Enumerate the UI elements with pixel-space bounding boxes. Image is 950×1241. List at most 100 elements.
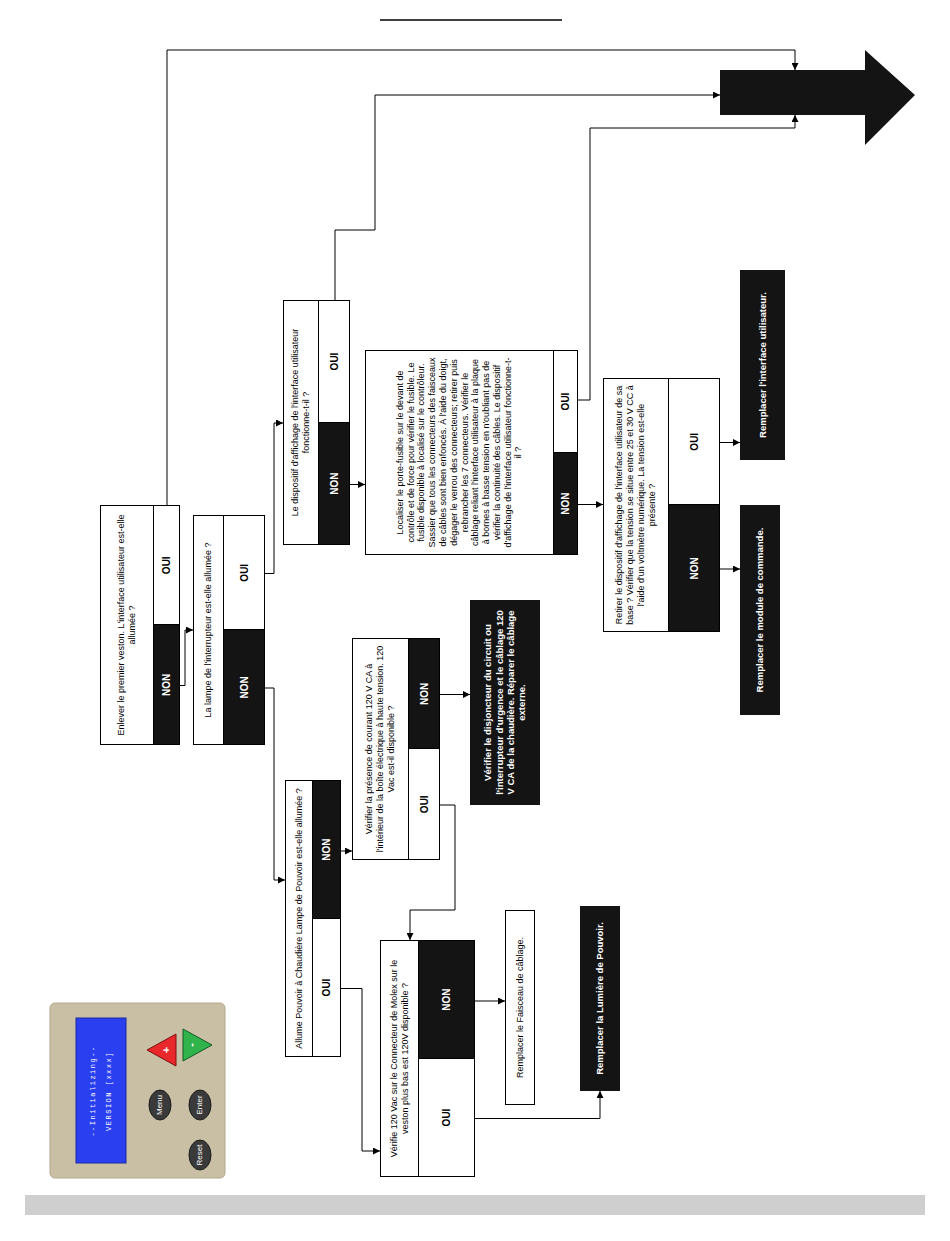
answer-text: OUI — [560, 393, 571, 411]
node-text: Remplacer le Faisceau de câblage. — [515, 937, 526, 1078]
node-text: Vérifier la présence de courant 120 V CA… — [364, 645, 396, 853]
reset-button — [189, 1140, 211, 1170]
answer-text: OUI — [441, 1109, 452, 1127]
node-body: Vérifier le disjoncteur du circuit ou l'… — [471, 601, 539, 804]
answer-text: OUI — [329, 353, 340, 371]
node-body: Retirer le dispositif d'affichage de l'i… — [604, 379, 668, 631]
answer-cell: NON — [554, 453, 577, 554]
answer-cell: OUI — [409, 750, 439, 860]
answer-row: NON OUI — [223, 516, 264, 744]
menu-button — [149, 1090, 171, 1120]
answer-cell: NON — [319, 423, 349, 544]
flow-connector — [339, 989, 380, 1152]
flow-connector — [438, 694, 470, 695]
node-text: Vérifie 120 Vac sur le Connecteur de Mol… — [389, 947, 411, 1170]
flow-connector — [263, 423, 283, 574]
decision-box: Vérifier la présence de courant 120 V CA… — [352, 638, 440, 860]
node-text: Remplacer la Lumière de Pouvoir. — [594, 922, 605, 1075]
keypad-label: Reset — [196, 1141, 204, 1169]
plus-button — [147, 1034, 176, 1066]
node-body: Remplacer la Lumière de Pouvoir. — [581, 907, 619, 1090]
answer-cell: OUI — [319, 301, 349, 423]
footer-bar — [25, 1195, 925, 1215]
flow-connector — [473, 1091, 600, 1119]
decision-box: Enlever le premier veston. L'interface u… — [100, 505, 180, 745]
answer-cell: NON — [154, 626, 179, 745]
answer-text: NON — [419, 683, 430, 705]
minus-button — [183, 1029, 212, 1061]
keypad-panel — [50, 1003, 225, 1178]
answer-cell: NON — [409, 639, 439, 750]
answer-cell: OUI — [669, 379, 719, 506]
keypad-label: Enter — [196, 1091, 204, 1119]
node-text: Localiser le porte-fusible sur le devant… — [395, 357, 525, 548]
connector-to-next-page — [335, 95, 720, 300]
node-body: Enlever le premier veston. L'interface u… — [101, 506, 153, 744]
answer-text: NON — [161, 674, 172, 696]
node-body: Remplacer l'interface utilisateur. — [741, 271, 784, 459]
flow-connector — [178, 630, 193, 686]
node-text: La lampe de l'interrupteur est-elle allu… — [203, 543, 214, 718]
continue-arrow — [720, 50, 915, 145]
node-body: Le dispositif d'affichage de l'interface… — [284, 301, 318, 544]
answer-cell: OUI — [419, 1059, 474, 1176]
node-text: Enlever le premier veston. L'interface u… — [116, 512, 138, 738]
action-box: Remplacer le module de commande. — [740, 505, 780, 715]
answer-row: NON OUI — [553, 351, 577, 554]
answer-cell: OUI — [313, 919, 340, 1056]
keypad-label: --Initializing-- — [90, 1021, 97, 1161]
node-body: La lampe de l'interrupteur est-elle allu… — [194, 516, 223, 744]
answer-row: NON OUI — [153, 506, 179, 744]
decision-box: Le dispositif d'affichage de l'interface… — [283, 300, 350, 545]
answer-cell: OUI — [224, 516, 264, 631]
answer-cell: NON — [419, 941, 474, 1059]
answer-text: NON — [239, 676, 250, 698]
answer-text: OUI — [161, 556, 172, 574]
flow-connector — [718, 569, 740, 570]
answer-text: NON — [560, 492, 571, 514]
flow-connector — [576, 504, 603, 505]
decision-box: Retirer le dispositif d'affichage de l'i… — [603, 378, 720, 632]
node-body: Vérifier la présence de courant 120 V CA… — [353, 639, 408, 859]
answer-row: NON OUI — [318, 301, 349, 544]
node-body: Remplacer le module de commande. — [741, 506, 779, 714]
node-body: Allume Pouvoir à Chaudière Lampe de Pouv… — [286, 781, 312, 1056]
keypad-label: - — [186, 1038, 197, 1052]
lcd-screen — [76, 1018, 126, 1163]
action-box: Remplacer l'interface utilisateur. — [740, 270, 785, 460]
answer-cell: NON — [224, 631, 264, 745]
answer-text: OUI — [689, 433, 700, 451]
node-body: Localiser le porte-fusible sur le devant… — [366, 351, 553, 554]
process-box: Remplacer le Faisceau de câblage. — [505, 910, 535, 1105]
node-text: Retirer le dispositif d'affichage de l'i… — [614, 385, 657, 625]
flow-connector — [348, 484, 365, 485]
answer-text: NON — [689, 557, 700, 579]
node-body: Vérifie 120 Vac sur le Connecteur de Mol… — [381, 941, 418, 1176]
answer-text: OUI — [321, 979, 332, 997]
keypad-label: Menu — [156, 1091, 164, 1119]
answer-row: OUI NON — [418, 941, 474, 1176]
answer-cell: NON — [669, 506, 719, 632]
node-text: Remplacer l'interface utilisateur. — [757, 292, 768, 438]
answer-text: NON — [441, 988, 452, 1010]
flow-connector — [718, 442, 740, 443]
answer-cell: OUI — [154, 506, 179, 626]
decision-box: Vérifie 120 Vac sur le Connecteur de Mol… — [380, 940, 475, 1177]
header-rule — [380, 19, 562, 21]
node-body: Remplacer le Faisceau de câblage. — [506, 911, 534, 1104]
answer-text: NON — [329, 472, 340, 494]
keypad-label: + — [161, 1043, 172, 1057]
node-text: Vérifier le disjoncteur du circuit ou l'… — [482, 609, 528, 796]
answer-text: OUI — [419, 795, 430, 813]
answer-row: OUINON — [312, 781, 340, 1056]
node-text: Remplacer le module de commande. — [754, 528, 765, 693]
node-text: Le dispositif d'affichage de l'interface… — [290, 307, 312, 538]
keypad-label: VERSION [xxxx] — [106, 1021, 113, 1161]
answer-row: NON OUI — [668, 379, 719, 631]
decision-box: Allume Pouvoir à Chaudière Lampe de Pouv… — [285, 780, 341, 1057]
answer-row: OUI NON — [408, 639, 439, 859]
enter-button — [189, 1090, 211, 1120]
answer-cell: OUI — [554, 351, 577, 453]
flow-connector — [263, 688, 285, 880]
